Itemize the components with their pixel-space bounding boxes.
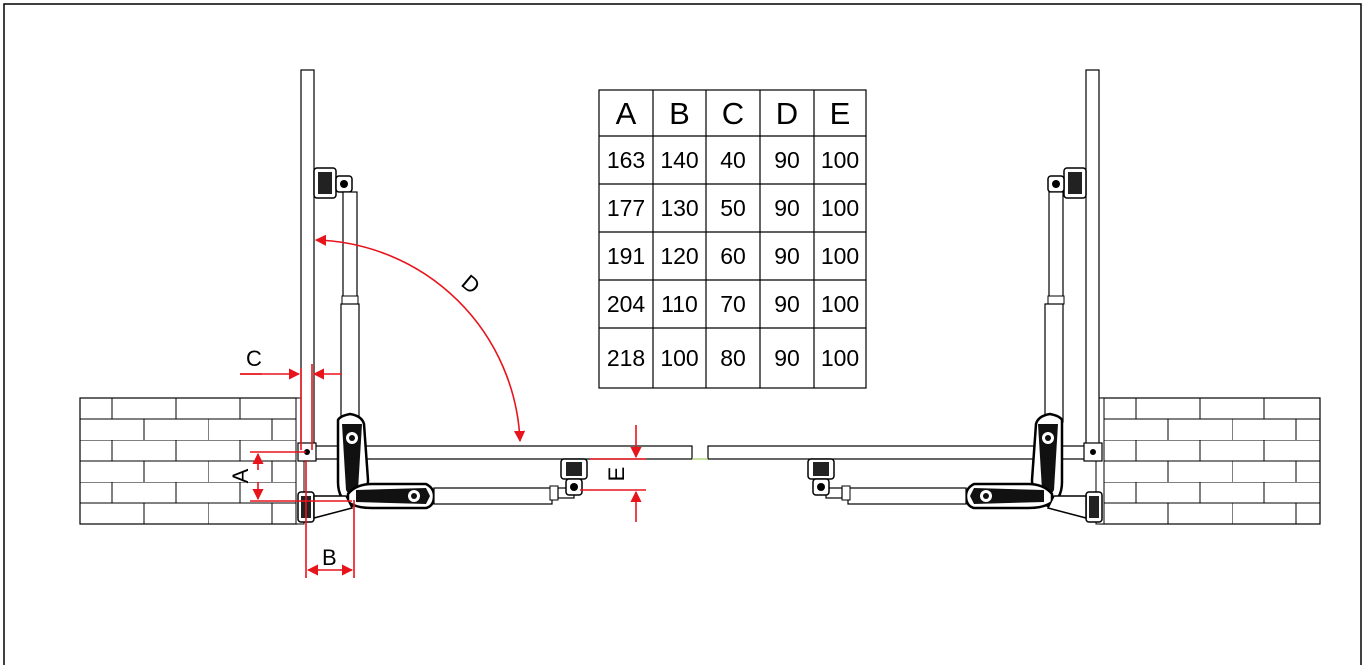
table-cell: 218 [607, 345, 645, 371]
right-closed-bracket [807, 458, 835, 496]
table-cell: 177 [607, 195, 645, 221]
table-header-cell: B [669, 96, 690, 131]
dimension-label-b: B [322, 545, 337, 570]
table-cell: 90 [774, 243, 800, 269]
table-cell: 90 [774, 147, 800, 173]
left-gate-leaf-closed [311, 445, 693, 460]
table-header-cell: C [722, 96, 744, 131]
dimension-label-a: A [228, 468, 253, 483]
table-cell: 120 [660, 243, 698, 269]
table-cell: 204 [607, 291, 646, 317]
table-cell: 163 [607, 147, 645, 173]
table-cell: 191 [607, 243, 645, 269]
table-cell: 100 [821, 345, 859, 371]
table-cell: 140 [660, 147, 698, 173]
table-cell: 60 [720, 243, 746, 269]
left-brick-wall [79, 397, 298, 525]
table-cell: 50 [720, 195, 746, 221]
dimension-d-arc [314, 234, 526, 443]
right-operator-closed [825, 482, 1054, 510]
right-open-bracket [1047, 167, 1087, 199]
table-border [598, 89, 867, 389]
drawing-border [3, 3, 1362, 665]
table-cell: 70 [720, 291, 746, 317]
table-cell: 110 [661, 291, 698, 317]
table-cell: 90 [774, 345, 800, 371]
table-cell: 100 [660, 345, 698, 371]
table-header-cell: D [776, 96, 798, 131]
table-cell: 90 [774, 195, 800, 221]
dimension-label-d: D [457, 270, 485, 299]
table-cell: 100 [821, 147, 859, 173]
table-cell: 80 [720, 345, 746, 371]
right-pillar-bracket [1046, 491, 1103, 523]
right-operator-open [1030, 191, 1065, 508]
left-operator-closed [346, 482, 575, 510]
left-operator-open [336, 191, 370, 508]
table-cell: 130 [660, 195, 698, 221]
table-header-cell: A [616, 96, 637, 131]
table-cell: 100 [821, 243, 859, 269]
left-gate-assembly [79, 69, 693, 525]
dimension-label-c: C [246, 346, 262, 371]
right-gate-assembly [707, 69, 1321, 525]
table-cell: 40 [720, 147, 746, 173]
right-brick-wall [1100, 397, 1321, 525]
table-cell: 100 [821, 195, 859, 221]
dimension-annotations [240, 234, 646, 578]
table-cell: 90 [774, 291, 800, 317]
left-open-bracket [313, 167, 353, 199]
left-closed-bracket [560, 458, 588, 496]
table-header-cell: E [830, 96, 851, 131]
table-cell: 100 [821, 291, 859, 317]
right-gate-leaf-open [1085, 69, 1100, 451]
dimension-label-e: E [604, 467, 629, 482]
right-gate-leaf-closed [707, 445, 1089, 460]
